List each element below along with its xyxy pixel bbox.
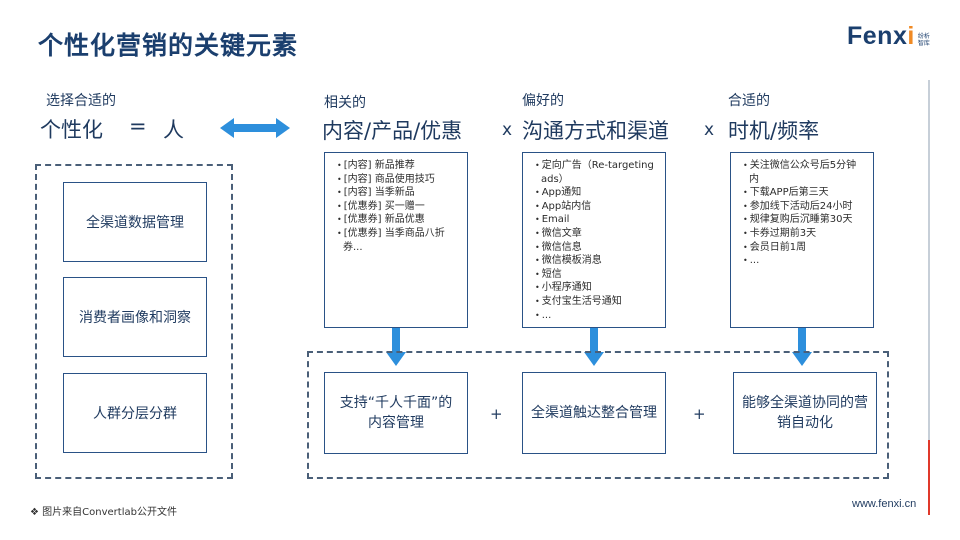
times-sign-2: x <box>704 120 715 140</box>
column-2-big-label: 沟通方式和渠道 <box>522 119 669 143</box>
bottom-capability-group <box>307 351 889 479</box>
list-item: App通知 <box>535 186 657 200</box>
list-item: 参加线下活动后24小时 <box>743 200 865 214</box>
list-item: 短信 <box>535 268 657 282</box>
list-item: [内容] 新品推荐 <box>337 159 459 173</box>
left-small-label: 选择合适的 <box>46 93 116 109</box>
column-1-big-label: 内容/产品/优惠 <box>322 119 463 143</box>
left-box-segmentation: 人群分层分群 <box>63 373 207 453</box>
bottom-box-channel-management: 全渠道触达整合管理 <box>522 372 666 454</box>
list-item: 微信信息 <box>535 241 657 255</box>
right-divider-accent <box>928 440 930 515</box>
list-item: 支付宝生活号通知 <box>535 295 657 309</box>
left-box-consumer-insight: 消费者画像和洞察 <box>63 277 207 357</box>
list-item: 卡券过期前3天 <box>743 227 865 241</box>
plus-sign-2: + <box>693 405 706 423</box>
column-3-list: 关注微信公众号后5分钟内 下载APP后第三天 参加线下活动后24小时 规律复购后… <box>730 152 874 328</box>
left-big-label: 个性化 <box>40 118 103 142</box>
bottom-box-content-management: 支持“千人千面”的内容管理 <box>324 372 468 454</box>
diamond-bullet-icon: ❖ <box>30 507 43 518</box>
column-1-small-label: 相关的 <box>324 95 366 111</box>
list-item: [内容] 当季新品 <box>337 186 459 200</box>
list-item: 关注微信公众号后5分钟内 <box>743 159 865 186</box>
list-item: Email <box>535 213 657 227</box>
list-item: 规律复购后沉睡第30天 <box>743 213 865 227</box>
list-item: [内容] 商品使用技巧 <box>337 173 459 187</box>
list-item: [优惠券] 当季商品八折券... <box>337 227 459 254</box>
list-item: [优惠券] 买一赠一 <box>337 200 459 214</box>
website-url[interactable]: www.fenxi.cn <box>852 498 917 510</box>
column-2-list: 定向广告（Re-targeting ads） App通知 App站内信 Emai… <box>522 152 666 328</box>
equals-sign: = <box>129 114 147 138</box>
left-capability-group <box>35 164 233 479</box>
logo-text: Fenxi <box>847 22 915 50</box>
down-arrow-icon <box>386 328 406 366</box>
right-divider <box>928 80 930 440</box>
down-arrow-icon <box>584 328 604 366</box>
list-item: 小程序通知 <box>535 281 657 295</box>
list-item: ... <box>743 254 865 268</box>
fenxi-logo: Fenxi 纷析智库 <box>847 22 932 51</box>
down-arrow-icon <box>792 328 812 366</box>
person-label: 人 <box>163 118 184 142</box>
logo-subtext: 纷析智库 <box>917 33 930 47</box>
left-box-data-management: 全渠道数据管理 <box>63 182 207 262</box>
times-sign-1: x <box>502 120 513 140</box>
list-item: 微信模板消息 <box>535 254 657 268</box>
plus-sign-1: + <box>490 405 503 423</box>
list-item: ... <box>535 309 657 323</box>
page-title: 个性化营销的关键元素 <box>38 31 299 60</box>
list-item: App站内信 <box>535 200 657 214</box>
list-item: [优惠券] 新品优惠 <box>337 213 459 227</box>
list-item: 定向广告（Re-targeting ads） <box>535 159 657 186</box>
list-item: 会员日前1周 <box>743 241 865 255</box>
column-2-small-label: 偏好的 <box>522 93 564 109</box>
bottom-box-marketing-automation: 能够全渠道协同的营销自动化 <box>733 372 877 454</box>
footnote: ❖ 图片来自Convertlab公开文件 <box>30 507 177 518</box>
column-3-small-label: 合适的 <box>728 93 770 109</box>
column-1-list: [内容] 新品推荐 [内容] 商品使用技巧 [内容] 当季新品 [优惠券] 买一… <box>324 152 468 328</box>
list-item: 下载APP后第三天 <box>743 186 865 200</box>
list-item: 微信文章 <box>535 227 657 241</box>
column-3-big-label: 时机/频率 <box>728 119 820 143</box>
double-arrow-icon <box>220 118 290 138</box>
